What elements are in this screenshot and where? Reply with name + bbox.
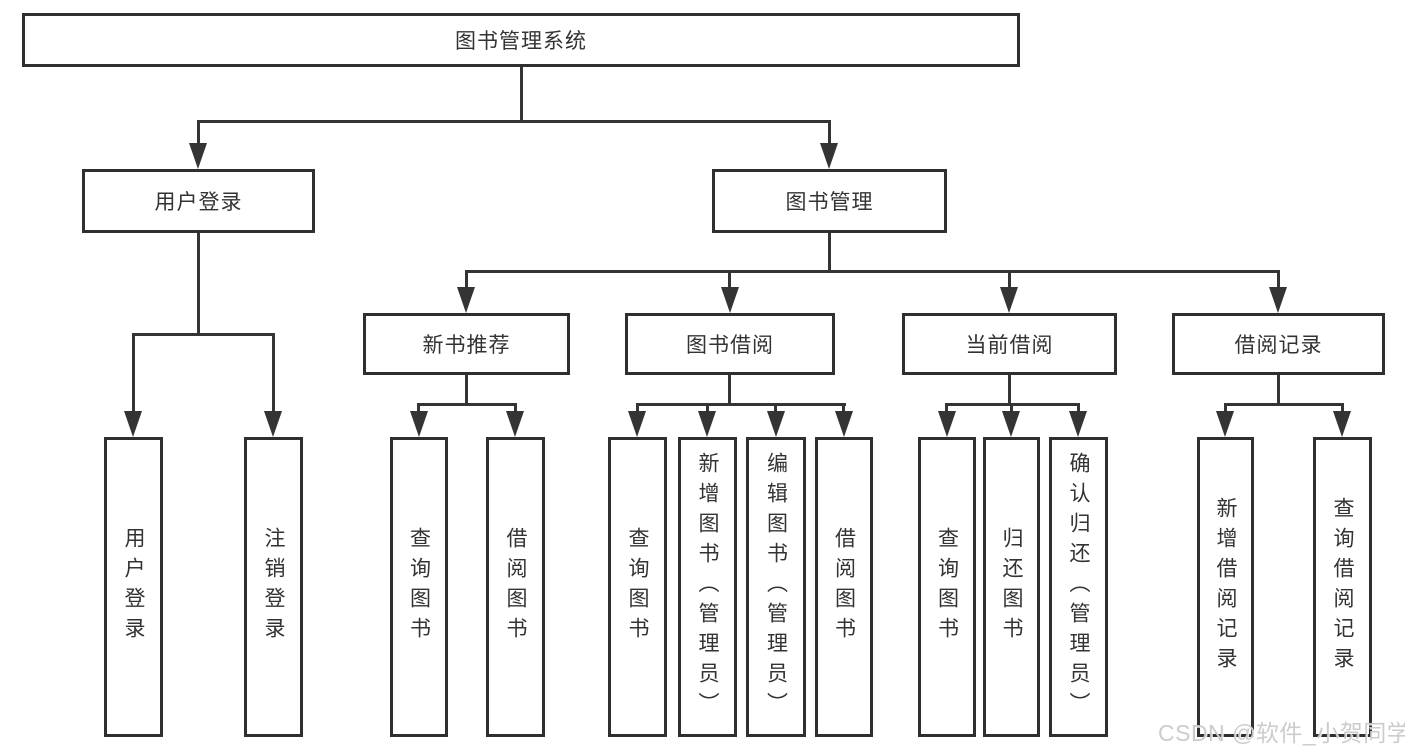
connector-bb-stub <box>728 375 731 406</box>
node-br-add-record: 新增借阅记录 <box>1197 437 1254 737</box>
node-cb-return-book-label: 归还图书 <box>1000 527 1023 647</box>
node-cb-query-book-label: 查询图书 <box>935 527 959 647</box>
arrow-down-icon <box>1002 411 1020 437</box>
connector-line <box>945 403 948 413</box>
connector-line <box>132 333 135 413</box>
connector-line <box>1277 270 1280 289</box>
arrow-down-icon <box>835 411 853 437</box>
connector-line <box>417 403 420 413</box>
connector-login-stub <box>197 233 200 336</box>
connector-line <box>272 333 275 413</box>
node-cb-return-book: 归还图书 <box>983 437 1040 737</box>
arrow-down-icon <box>820 143 838 169</box>
arrow-down-icon <box>721 287 739 313</box>
node-bb-borrow-book: 借阅图书 <box>815 437 873 737</box>
arrow-down-icon <box>767 411 785 437</box>
arrow-down-icon <box>410 411 428 437</box>
arrow-down-icon <box>1000 287 1018 313</box>
arrow-down-icon <box>189 143 207 169</box>
arrow-down-icon <box>698 411 716 437</box>
node-cb-query-book: 查询图书 <box>918 437 976 737</box>
node-bb-query-book: 查询图书 <box>608 437 667 737</box>
node-bb-edit-book-label: 编辑图书（管理员） <box>764 452 788 722</box>
connector-line <box>1077 403 1080 413</box>
node-bb-edit-book: 编辑图书（管理员） <box>746 437 806 737</box>
node-rec-borrow-book-label: 借阅图书 <box>504 527 527 647</box>
node-book-mgmt-label: 图书管理 <box>785 191 874 214</box>
arrow-down-icon <box>1069 411 1087 437</box>
node-leaf-logout: 注销登录 <box>244 437 303 737</box>
node-book-mgmt: 图书管理 <box>712 169 947 233</box>
node-cb-confirm-return: 确认归还（管理员） <box>1049 437 1108 737</box>
connector-line <box>1341 403 1344 413</box>
node-br-query-record: 查询借阅记录 <box>1313 437 1372 737</box>
connector-mgmt-stub <box>828 233 831 273</box>
node-bb-borrow-book-label: 借阅图书 <box>832 527 856 647</box>
node-new-book-rec: 新书推荐 <box>363 313 570 375</box>
connector-rec-bus <box>417 403 517 406</box>
node-bb-query-book-label: 查询图书 <box>626 527 649 647</box>
node-bb-add-book: 新增图书（管理员） <box>678 437 737 737</box>
node-br-query-record-label: 查询借阅记录 <box>1331 497 1354 677</box>
connector-cb-stub <box>1008 375 1011 406</box>
connector-line <box>774 403 777 413</box>
connector-line <box>636 403 639 413</box>
node-rec-query-book: 查询图书 <box>390 437 448 737</box>
node-rec-borrow-book: 借阅图书 <box>486 437 545 737</box>
node-borrow-records: 借阅记录 <box>1172 313 1385 375</box>
node-br-add-record-label: 新增借阅记录 <box>1214 497 1237 677</box>
node-current-borrow: 当前借阅 <box>902 313 1117 375</box>
node-cb-confirm-return-label: 确认归还（管理员） <box>1067 452 1090 722</box>
arrow-down-icon <box>264 411 282 437</box>
csdn-watermark: CSDN @软件_小贺同学 <box>1158 720 1405 746</box>
node-book-borrow: 图书借阅 <box>625 313 835 375</box>
arrow-down-icon <box>1333 411 1351 437</box>
connector-line <box>1008 270 1011 289</box>
arrow-down-icon <box>628 411 646 437</box>
connector-line <box>706 403 709 413</box>
node-leaf-logout-label: 注销登录 <box>262 527 285 647</box>
arrow-down-icon <box>1216 411 1234 437</box>
node-book-borrow-label: 图书借阅 <box>686 334 774 357</box>
connector-line <box>197 120 200 145</box>
connector-line <box>1224 403 1227 413</box>
node-new-book-rec-label: 新书推荐 <box>422 334 511 357</box>
connector-line <box>828 120 831 145</box>
connector-line <box>514 403 517 413</box>
connector-rec-stub <box>465 375 468 406</box>
node-user-login: 用户登录 <box>82 169 315 233</box>
node-bb-add-book-label: 新增图书（管理员） <box>696 452 719 722</box>
connector-login-bus <box>132 333 275 336</box>
connector-l1-bus <box>197 120 831 123</box>
arrow-down-icon <box>1269 287 1287 313</box>
node-rec-query-book-label: 查询图书 <box>407 527 431 647</box>
connector-root-stub <box>520 67 523 123</box>
node-borrow-records-label: 借阅记录 <box>1234 334 1323 357</box>
arrow-down-icon <box>938 411 956 437</box>
connector-line <box>1010 403 1013 413</box>
arrow-down-icon <box>457 287 475 313</box>
connector-line <box>465 270 468 289</box>
node-leaf-user-login: 用户登录 <box>104 437 163 737</box>
connector-br-stub <box>1277 375 1280 406</box>
node-user-login-label: 用户登录 <box>154 191 243 214</box>
node-root: 图书管理系统 <box>22 13 1020 67</box>
arrow-down-icon <box>124 411 142 437</box>
connector-l2-bus <box>465 270 1280 273</box>
arrow-down-icon <box>506 411 524 437</box>
connector-bb-bus <box>636 403 846 406</box>
node-root-label: 图书管理系统 <box>455 30 587 53</box>
node-current-borrow-label: 当前借阅 <box>965 334 1054 357</box>
node-leaf-user-login-label: 用户登录 <box>122 527 145 647</box>
connector-line <box>728 270 731 289</box>
connector-line <box>842 403 845 413</box>
connector-br-bus <box>1224 403 1344 406</box>
